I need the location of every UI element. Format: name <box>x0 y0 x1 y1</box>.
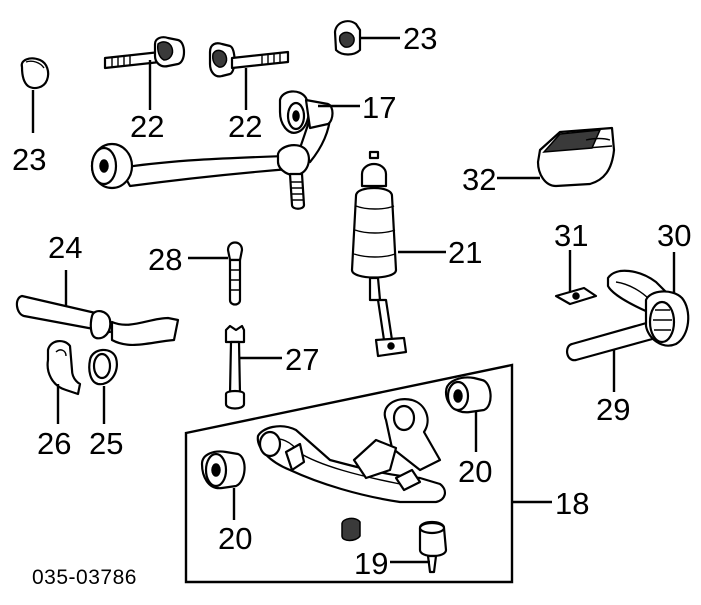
lower-arm-frame <box>184 363 514 584</box>
part-27-link-spacer <box>224 324 246 410</box>
part-23-left-washer <box>20 57 50 90</box>
figure-code: 035-03786 <box>32 566 137 589</box>
part-20-right-bushing <box>444 376 492 414</box>
label-26: 26 <box>37 426 71 461</box>
part-25-bushing <box>88 348 118 386</box>
label-23-right: 23 <box>403 21 437 56</box>
label-23-left: 23 <box>12 142 46 177</box>
part-23-right-washer <box>333 20 362 56</box>
label-22-right: 22 <box>228 109 262 144</box>
label-21: 21 <box>448 235 482 270</box>
part-29-30-torsion-assembly <box>566 269 690 362</box>
label-27: 27 <box>285 342 319 377</box>
label-29: 29 <box>596 392 630 427</box>
part-21-shock-absorber <box>350 150 408 358</box>
part-22-left-bolt <box>103 36 186 70</box>
part-18-lower-control-arm <box>256 398 446 504</box>
part-19-ball-joint <box>341 517 448 574</box>
part-20-left-bushing <box>200 450 246 490</box>
part-28-link-bolt <box>226 241 244 306</box>
label-19: 19 <box>354 546 388 581</box>
label-24: 24 <box>48 230 82 265</box>
label-25: 25 <box>89 426 123 461</box>
label-30: 30 <box>657 218 691 253</box>
label-32: 32 <box>462 162 496 197</box>
label-31: 31 <box>554 218 588 253</box>
label-28: 28 <box>148 242 182 277</box>
part-24-stabilizer-bar <box>15 294 180 346</box>
part-26-bracket <box>46 340 82 396</box>
label-20-right: 20 <box>458 454 492 489</box>
part-31-nut-plate <box>554 286 598 306</box>
label-18: 18 <box>555 486 589 521</box>
part-22-right-bolt <box>208 42 290 78</box>
part-32-bump-stop <box>536 126 616 188</box>
label-17: 17 <box>362 90 396 125</box>
label-20-left: 20 <box>218 521 252 556</box>
part-17-upper-control-arm <box>90 90 334 210</box>
label-22-left: 22 <box>130 109 164 144</box>
